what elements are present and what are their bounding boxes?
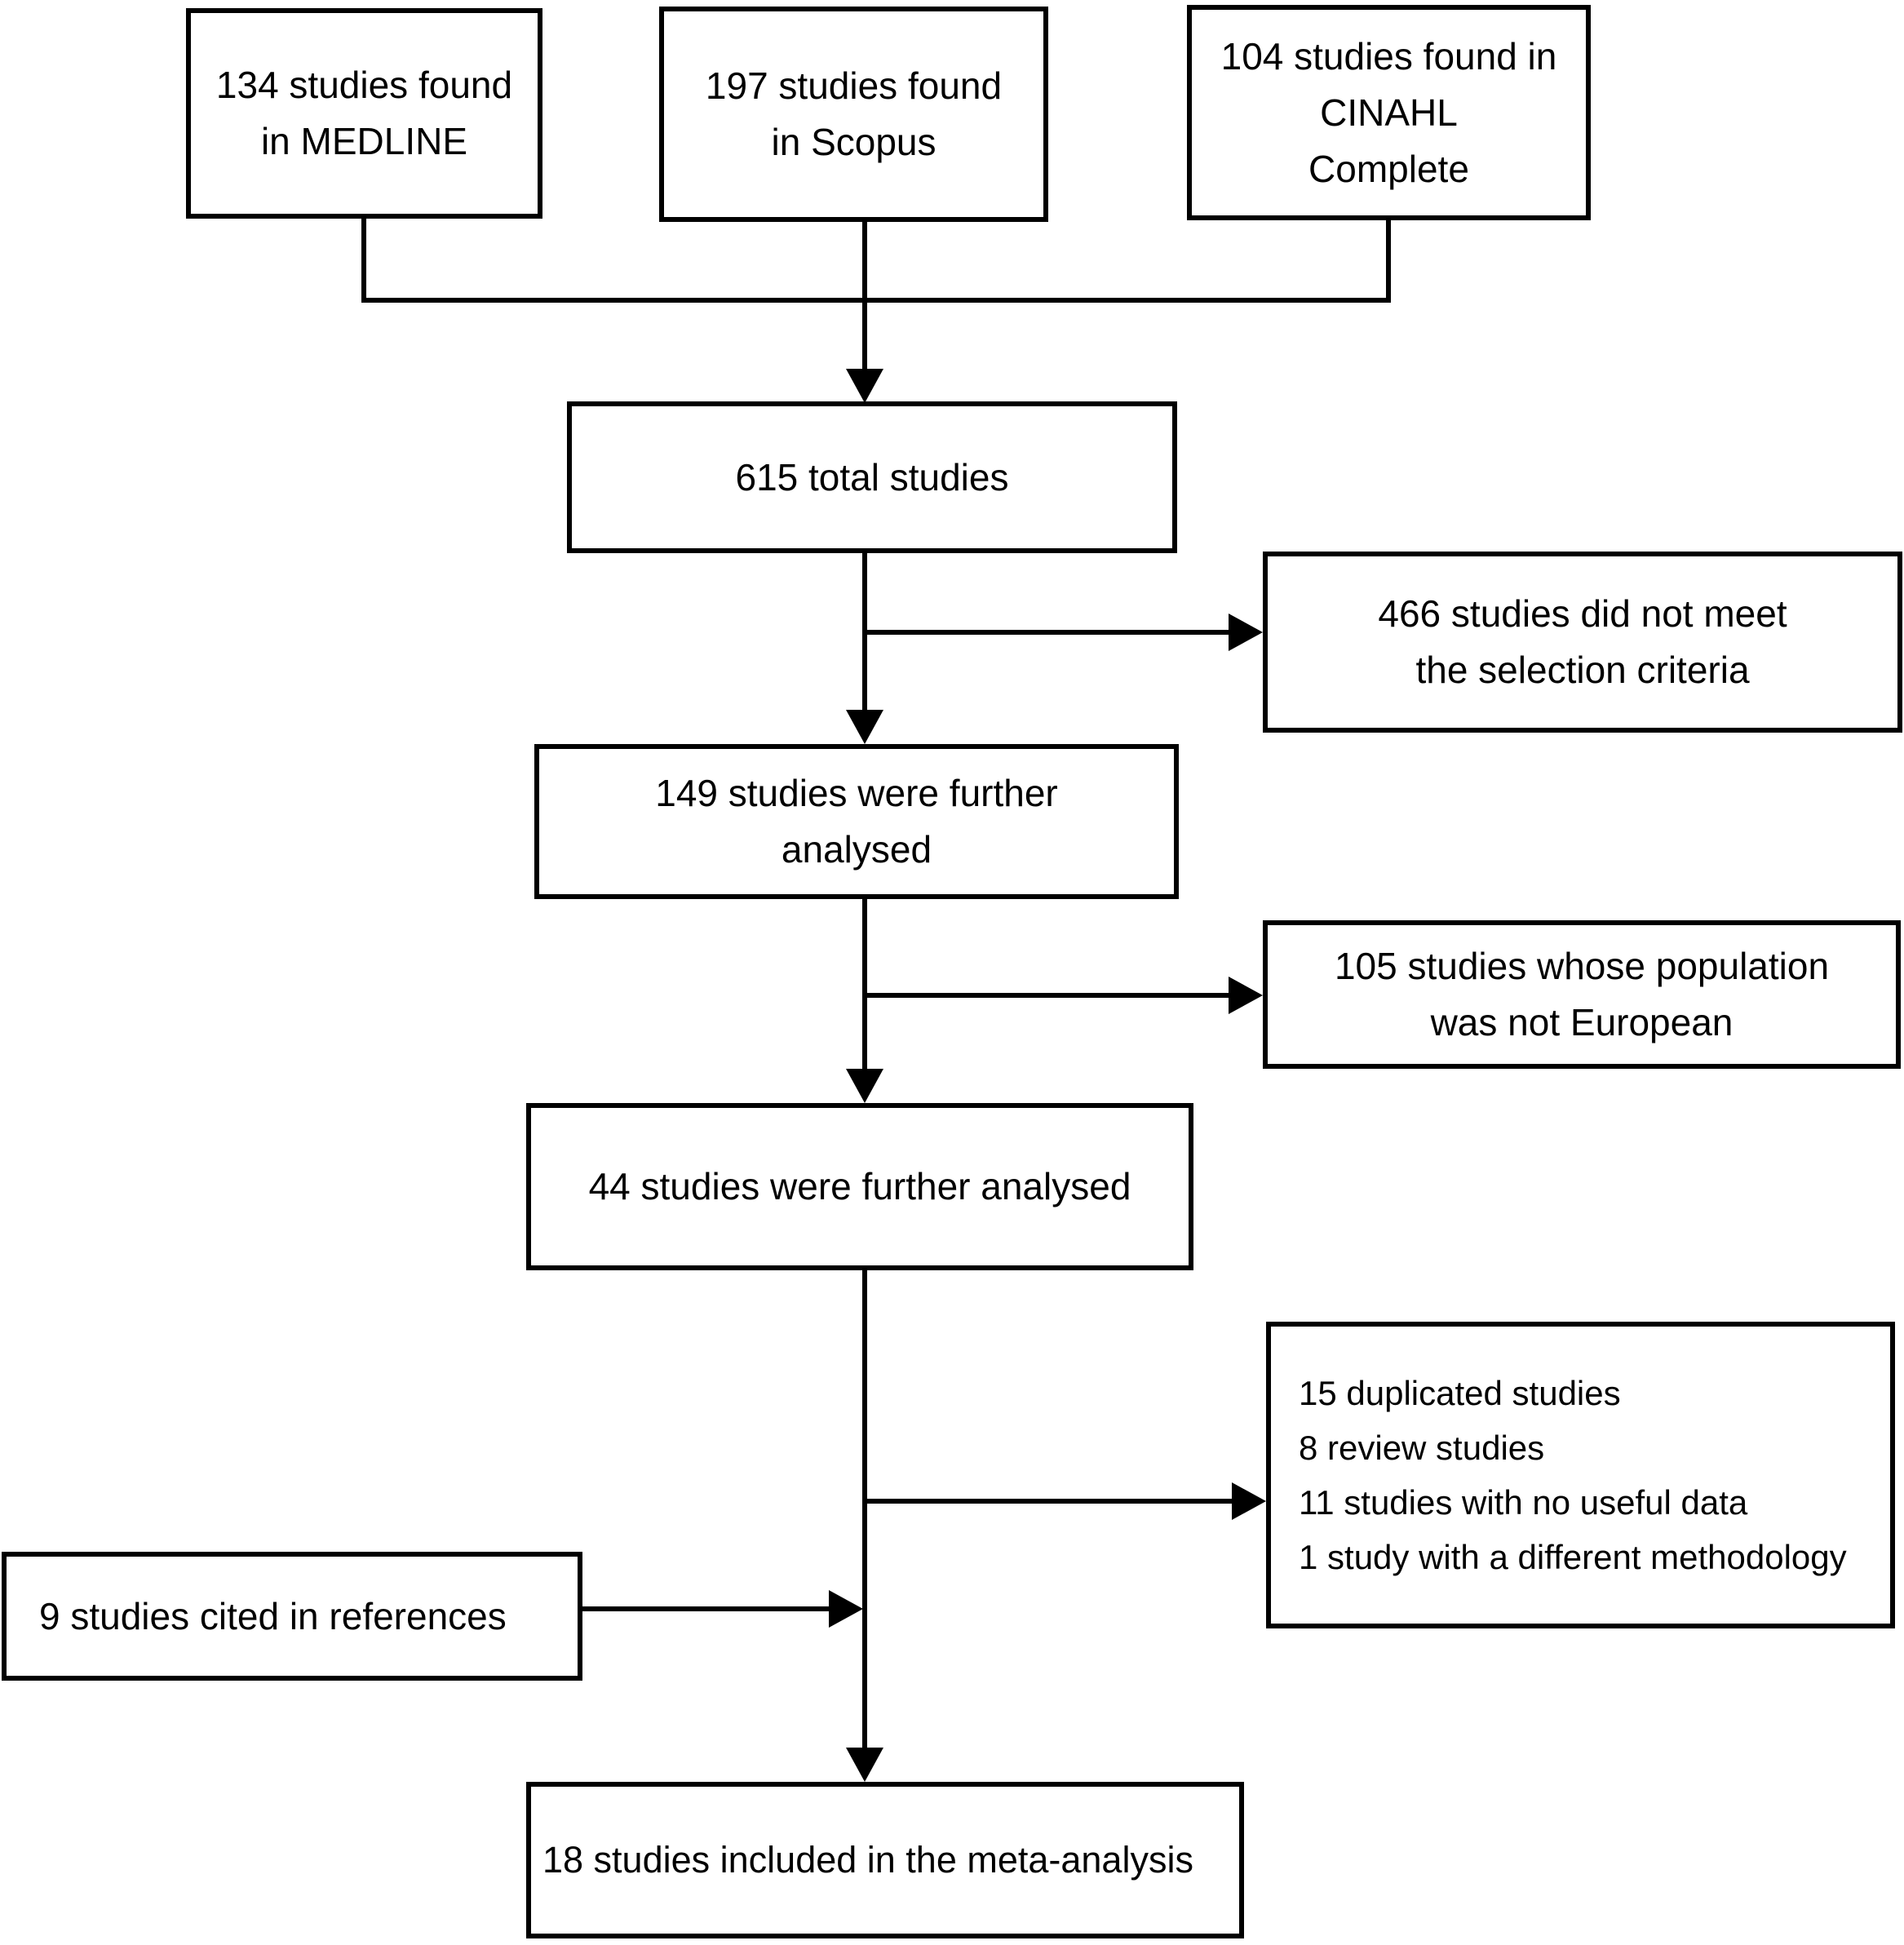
box-further-analysed-149: 149 studies were further analysed xyxy=(534,744,1179,899)
arrowhead-into-149 xyxy=(846,710,883,744)
box-scopus-label: 197 studies found in Scopus xyxy=(705,64,1003,163)
box-cited-in-references-label: 9 studies cited in references xyxy=(39,1594,507,1637)
connector-cinahl-stub xyxy=(1386,219,1391,303)
connector-scopus-to-total xyxy=(862,220,867,370)
box-further-analysed-44-label: 44 studies were further analysed xyxy=(588,1165,1131,1207)
box-included-meta-analysis: 18 studies included in the meta-analysis xyxy=(526,1782,1244,1938)
box-total-studies: 615 total studies xyxy=(567,401,1177,553)
arrowhead-into-exclusions xyxy=(1232,1482,1266,1520)
box-included-meta-analysis-label: 18 studies included in the meta-analysis xyxy=(542,1839,1193,1881)
connector-references-to-main xyxy=(582,1606,832,1611)
box-not-meeting-criteria: 466 studies did not meet the selection c… xyxy=(1263,552,1902,733)
arrowhead-into-44 xyxy=(846,1069,883,1103)
box-exclusion-reasons: 15 duplicated studies 8 review studies 1… xyxy=(1266,1322,1895,1628)
connector-44-to-included xyxy=(862,1269,867,1750)
arrowhead-references xyxy=(829,1590,863,1628)
box-further-analysed-149-label: 149 studies were further analysed xyxy=(655,772,1058,871)
box-exclusion-reasons-label: 15 duplicated studies 8 review studies 1… xyxy=(1299,1373,1847,1577)
arrowhead-into-included xyxy=(846,1748,883,1782)
arrowhead-into-105 xyxy=(1229,977,1263,1014)
box-total-studies-label: 615 total studies xyxy=(735,455,1009,498)
box-further-analysed-44: 44 studies were further analysed xyxy=(526,1103,1193,1270)
box-medline: 134 studies found in MEDLINE xyxy=(186,8,542,219)
box-population-not-european-label: 105 studies whose population was not Eur… xyxy=(1334,945,1830,1043)
connector-medline-stub xyxy=(361,217,366,303)
arrowhead-into-466 xyxy=(1229,614,1263,651)
arrowhead-into-total xyxy=(846,369,883,403)
connector-branch-466 xyxy=(865,630,1233,635)
box-cinahl-complete: 104 studies found in CINAHL Complete xyxy=(1187,5,1591,220)
box-not-meeting-criteria-label: 466 studies did not meet the selection c… xyxy=(1378,592,1787,691)
connector-branch-105 xyxy=(865,993,1233,998)
box-cited-in-references: 9 studies cited in references xyxy=(2,1552,582,1681)
box-scopus: 197 studies found in Scopus xyxy=(659,7,1048,222)
box-cinahl-complete-label: 104 studies found in CINAHL Complete xyxy=(1220,34,1557,190)
connector-branch-exclusions xyxy=(865,1499,1237,1504)
box-medline-label: 134 studies found in MEDLINE xyxy=(215,64,513,162)
connector-149-to-44 xyxy=(862,897,867,1072)
connector-merge-horizontal xyxy=(361,298,1391,303)
box-population-not-european: 105 studies whose population was not Eur… xyxy=(1263,920,1901,1069)
